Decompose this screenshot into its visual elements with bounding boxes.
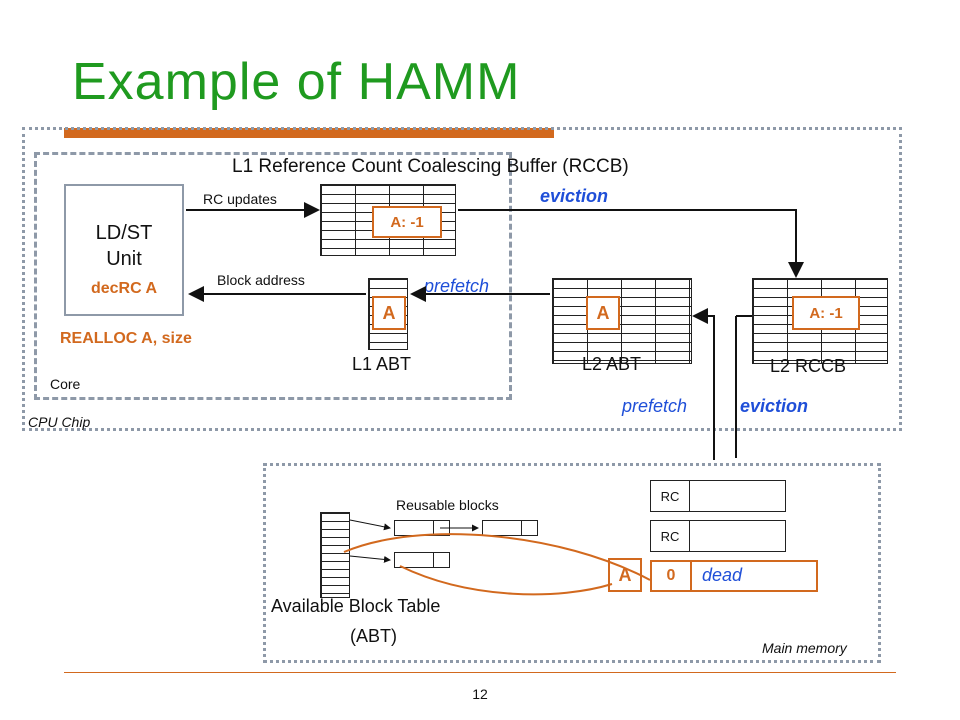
- l1-rccb-entry: A: -1: [372, 206, 442, 238]
- memory-block-1: RC: [650, 480, 786, 512]
- ldst-status: decRC A: [90, 280, 158, 297]
- main-memory-label: Main memory: [762, 640, 847, 656]
- l2-abt-entry: A: [586, 296, 620, 330]
- reusable-blocks-label: Reusable blocks: [396, 497, 499, 513]
- l1-abt-entry: A: [372, 296, 406, 330]
- memory-block-2-rc: RC: [651, 521, 690, 551]
- page-number: 12: [472, 686, 488, 702]
- memory-abt-label-line1: Available Block Table: [271, 596, 441, 616]
- l2-rccb-label: L2 RCCB: [770, 356, 847, 376]
- memory-abt-table: [320, 512, 350, 598]
- footer-divider: [64, 672, 896, 673]
- rc-updates-label: RC updates: [203, 191, 277, 207]
- core-label: Core: [50, 376, 81, 392]
- ldst-unit: LD/ST Unit decRC A: [64, 184, 184, 316]
- slide-title: Example of HAMM: [72, 53, 521, 111]
- eviction-top-label: eviction: [540, 186, 609, 206]
- l2-abt-label: L2 ABT: [582, 354, 642, 374]
- l2-rccb-entry: A: -1: [792, 296, 860, 330]
- l2-rccb-table: [752, 278, 888, 364]
- memory-abt-label-line2: (ABT): [350, 626, 397, 646]
- memory-block-1-rc: RC: [651, 481, 690, 511]
- cpu-chip-region: [22, 127, 902, 431]
- prefetch-bottom-arrow: [692, 308, 715, 460]
- main-memory-region: [263, 463, 881, 663]
- ldst-unit-line2: Unit: [106, 248, 142, 270]
- prefetch-top-label: prefetch: [424, 276, 490, 296]
- l2-abt-table: [552, 278, 692, 364]
- reusable-block-3: [394, 552, 450, 568]
- eviction-bottom-label: eviction: [740, 396, 809, 416]
- l1-rccb-label: L1 Reference Count Coalescing Buffer (RC…: [232, 156, 629, 177]
- core-region: [34, 152, 512, 400]
- prefetch-bottom-label: prefetch: [622, 396, 688, 416]
- eviction-top-arrow: [458, 209, 804, 278]
- block-address-label: Block address: [217, 272, 305, 288]
- reusable-block-2: [482, 520, 538, 536]
- memory-block-2: RC: [650, 520, 786, 552]
- ldst-unit-line1: LD/ST: [95, 222, 153, 244]
- cpu-chip-label: CPU Chip: [28, 414, 91, 430]
- memory-block-a-state: dead: [702, 565, 743, 585]
- l1-abt-label: L1 ABT: [352, 354, 412, 374]
- ldst-instruction: REALLOC A, size: [60, 330, 192, 347]
- title-underline: [64, 128, 554, 138]
- memory-block-a: 0 dead: [650, 560, 818, 592]
- memory-block-a-count: 0: [652, 562, 692, 590]
